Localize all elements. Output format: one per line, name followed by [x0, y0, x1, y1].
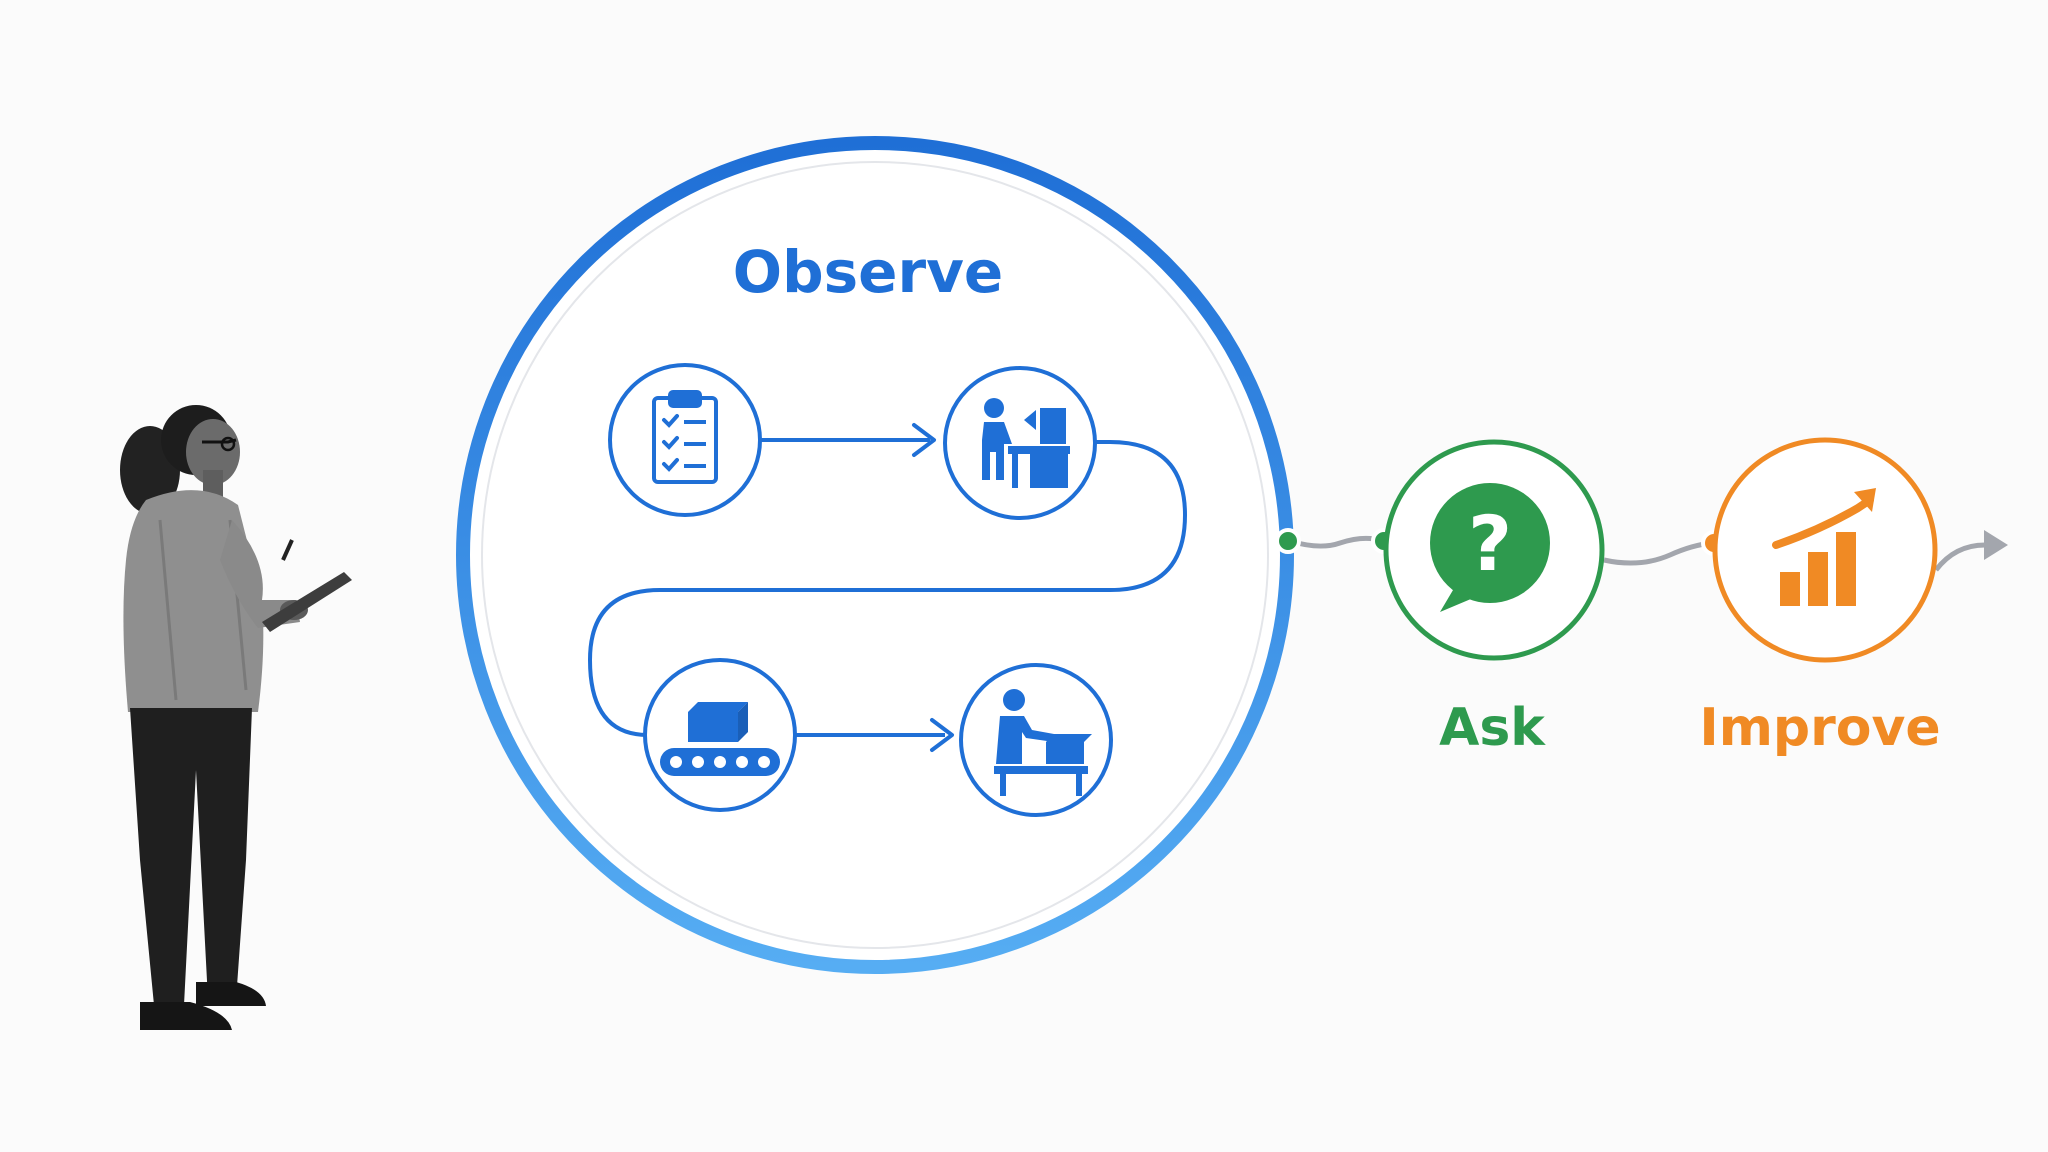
connector-improve-next [1934, 530, 2008, 572]
observe-label: Observe [733, 238, 1003, 306]
ask-stage: ? Ask [1383, 439, 1605, 758]
conveyor-box-icon [660, 702, 780, 776]
ask-label: Ask [1439, 698, 1546, 758]
step-circle-worker-packing [959, 663, 1113, 817]
connector-observe-ask [1275, 528, 1397, 554]
observe-ring-inner [481, 161, 1269, 949]
worker-packing-icon [994, 689, 1092, 796]
step-circle-clipboard [608, 363, 762, 517]
person-with-clipboard [120, 405, 352, 1030]
step-circle-worker-machine [943, 366, 1097, 520]
worker-at-machine-icon [982, 398, 1070, 488]
observe-flow-path [587, 423, 1188, 752]
improve-label: Improve [1699, 698, 1940, 758]
question-speech-bubble-icon: ? [1430, 483, 1550, 612]
svg-text:?: ? [1468, 499, 1512, 588]
connector-ask-improve [1603, 530, 1727, 566]
improve-stage: Improve [1699, 437, 1941, 758]
bar-chart-growth-icon [1772, 488, 1876, 606]
step-circle-conveyor [643, 658, 797, 812]
clipboard-checklist-icon [652, 390, 718, 484]
